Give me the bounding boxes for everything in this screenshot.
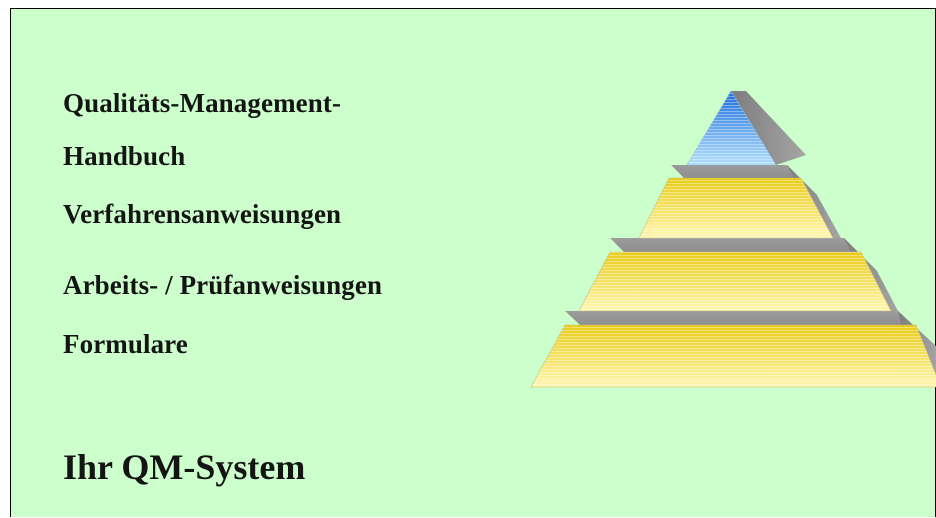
slide-frame: Qualitäts-Management- Handbuch Verfahren… xyxy=(10,8,936,517)
pyramid-apex-qm-handbook xyxy=(686,90,806,166)
pyramid-tier-procedures xyxy=(638,165,841,239)
level-qm-handbook-label-line2: Handbuch xyxy=(63,141,186,171)
system-title: Ihr QM-System xyxy=(63,447,306,487)
quality-pyramid-diagram xyxy=(530,90,936,388)
level-qm-handbook-label-line1: Qualitäts-Management- xyxy=(63,88,342,118)
level-forms-label: Formulare xyxy=(63,329,188,359)
pyramid-tier-work-instructions xyxy=(578,238,898,312)
level-work-instructions-label: Arbeits- / Prüfanweisungen xyxy=(63,270,383,300)
pyramid-tier-forms xyxy=(530,311,936,388)
level-procedures-label: Verfahrensanweisungen xyxy=(63,199,342,229)
